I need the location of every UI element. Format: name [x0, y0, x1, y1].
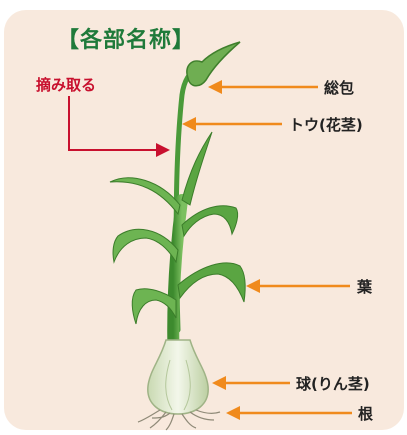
label-leaf: 葉 — [357, 278, 373, 296]
diagram-title: 【各部名称】 — [57, 28, 196, 53]
pick-arrow-head — [156, 143, 170, 157]
leaf-upper-left — [109, 177, 181, 216]
label-bulb: 球(りん茎) — [296, 375, 370, 393]
pick-arrow-line — [68, 96, 158, 151]
label-flower-stalk: トウ(花茎) — [289, 116, 363, 134]
leaf-mid-right — [177, 262, 246, 303]
leaf-mid-left — [112, 228, 179, 264]
label-root: 根 — [358, 405, 374, 423]
label-arrows — [182, 80, 352, 420]
leaf-upper-right — [181, 205, 239, 238]
bract — [186, 41, 241, 87]
leaf-low-left — [131, 288, 177, 325]
leaf-top-right — [181, 131, 213, 206]
bulb — [147, 339, 209, 415]
label-bract: 総包 — [324, 79, 355, 97]
pick-label: 摘み取る — [36, 76, 97, 94]
roots — [137, 409, 221, 431]
